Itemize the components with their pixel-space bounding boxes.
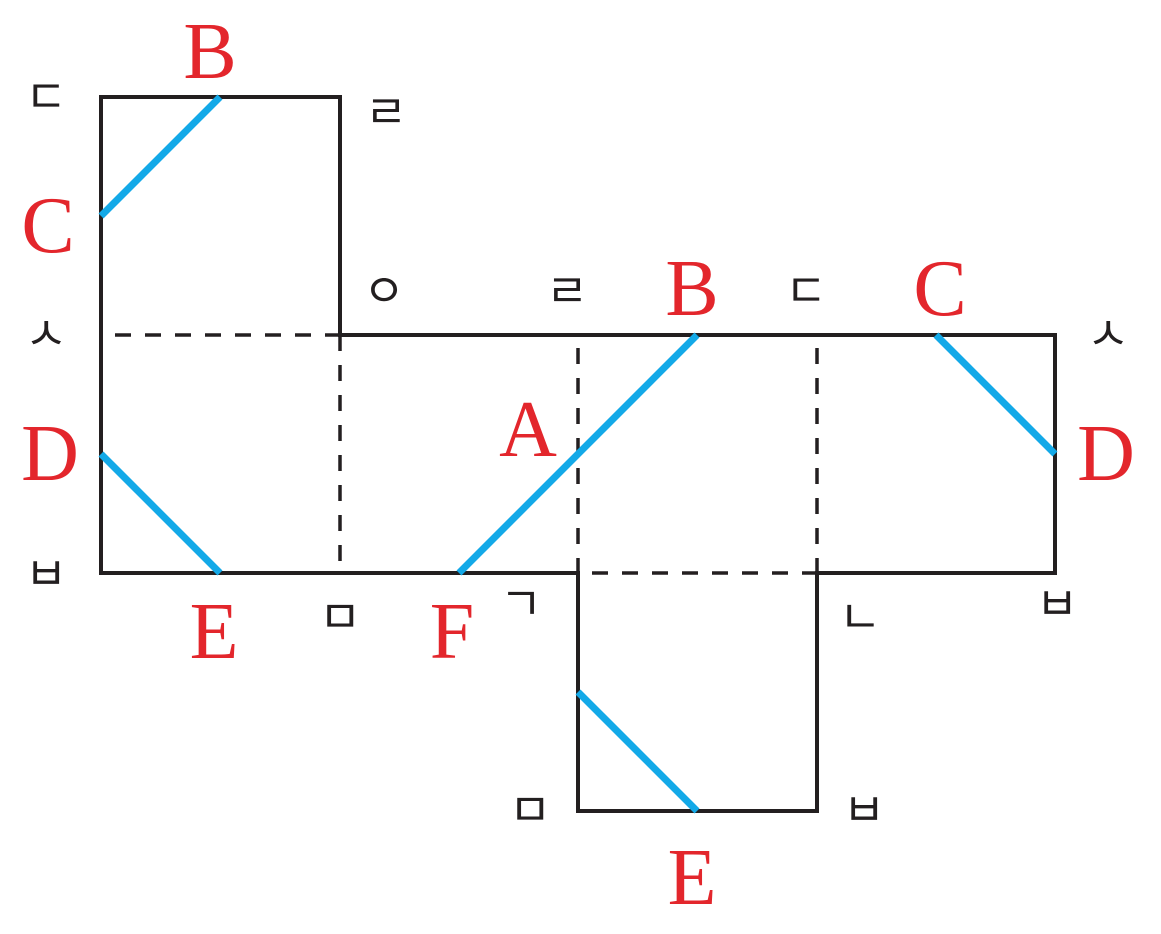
vertex-label-top-left-d: ㄷ xyxy=(25,70,67,124)
left-column-outline xyxy=(99,333,580,575)
point-label-bottom-f: F xyxy=(430,588,475,676)
point-label-right-c: C xyxy=(913,245,966,333)
upper-row-top-edge xyxy=(338,333,1057,575)
point-label-middle-a: A xyxy=(499,386,557,474)
point-label-middle-b: B xyxy=(665,245,718,333)
lower-face-outline xyxy=(576,571,819,813)
vertex-label-top-right-r: ㄹ xyxy=(365,85,407,139)
cut-line-right xyxy=(933,332,1058,457)
vertex-label-lower-b: ㅂ xyxy=(843,783,885,837)
point-label-right-d: D xyxy=(1077,410,1135,498)
point-label-left-d: D xyxy=(21,410,79,498)
vertex-label-right-b: ㅂ xyxy=(1036,577,1078,631)
point-label-bottom-e: E xyxy=(190,588,239,676)
fold-lines xyxy=(115,333,819,575)
vertex-label-bottom-g: ㄱ xyxy=(500,577,542,631)
vertex-label-upper-o: ㅇ xyxy=(363,264,405,318)
vertex-label-bottom-n: ㄴ xyxy=(839,590,881,644)
vertex-label-middle-d: ㄷ xyxy=(785,264,827,318)
cut-line-lower xyxy=(575,689,700,814)
point-labels: B C D E F A B C D E xyxy=(21,8,1135,922)
point-label-top-b: B xyxy=(183,8,236,96)
vertex-label-left-b: ㅂ xyxy=(25,547,67,601)
vertex-label-bottom-m: ㅁ xyxy=(319,590,361,644)
point-label-lower-e: E xyxy=(668,834,717,922)
cut-line-left xyxy=(98,451,223,576)
cut-line-middle xyxy=(456,332,700,576)
vertex-label-left-s: ㅅ xyxy=(25,307,67,361)
cut-lines xyxy=(98,94,1058,814)
point-label-left-c: C xyxy=(21,182,74,270)
top-face-outline xyxy=(99,95,342,337)
vertex-label-middle-r: ㄹ xyxy=(546,264,588,318)
vertex-label-lower-m: ㅁ xyxy=(509,783,551,837)
vertex-label-right-s: ㅅ xyxy=(1087,307,1129,361)
cut-line-top xyxy=(98,94,223,219)
vertex-labels: ㄷ ㄹ ㅇ ㄹ ㄷ ㅅ ㅅ ㅂ ㅁ ㄱ ㄴ ㅂ ㅁ ㅂ xyxy=(25,70,1129,837)
